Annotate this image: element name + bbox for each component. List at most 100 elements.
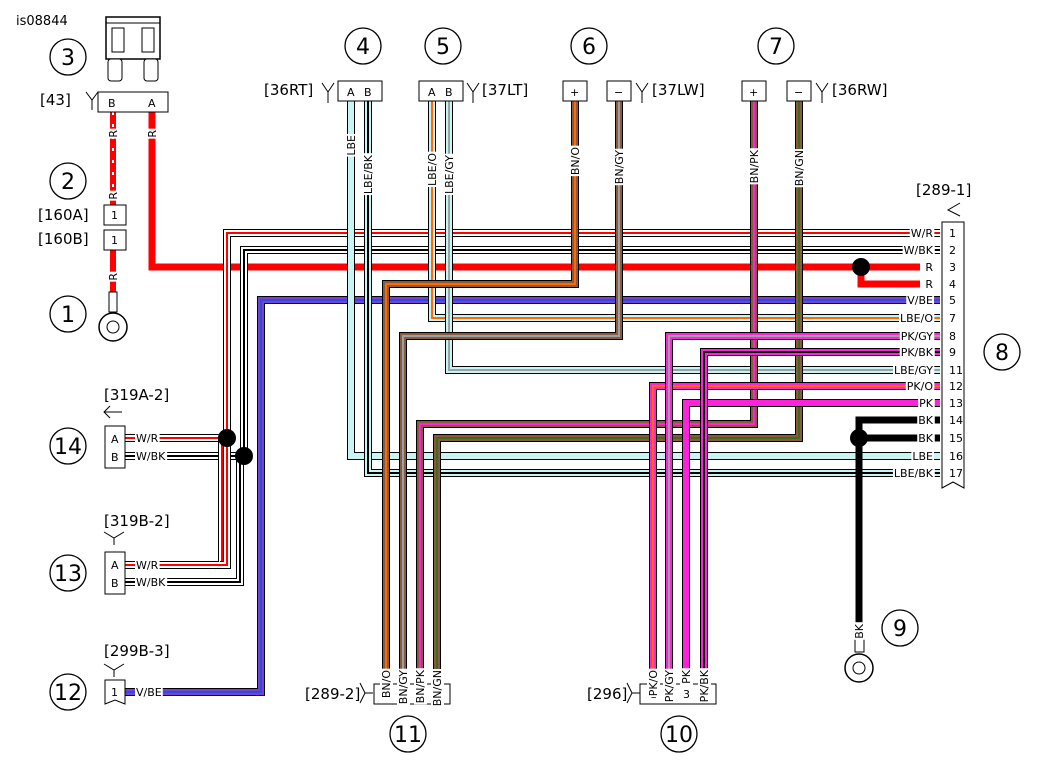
pin-36rt-b: B — [364, 86, 372, 99]
wire-pk-o — [649, 382, 940, 684]
pin-160a-1: 1 — [111, 209, 118, 222]
callout-number: 8 — [995, 341, 1009, 366]
connector-37lt — [418, 80, 464, 102]
pin-289-1-4: 5 — [949, 294, 956, 307]
connector-36rt — [337, 80, 383, 102]
wl-289-1-12: BK — [918, 432, 934, 445]
pin-319a-a: A — [111, 433, 119, 446]
connector-160a — [103, 204, 127, 226]
pin-289-1-7: 9 — [949, 346, 956, 359]
wl-289-2-0: BN/O — [380, 670, 393, 698]
wl-289-1-14: LBE/BK — [894, 467, 934, 480]
callout-number: 12 — [54, 681, 82, 706]
wl-36rt-lbe-bk: LBE/BK — [362, 154, 375, 194]
wl-36rw-bn-gn: BN/GN — [793, 150, 806, 186]
wl-296-0: PK/O — [647, 670, 660, 697]
wl-289-1-4: V/BE — [907, 294, 933, 307]
pin-289-1-6: 8 — [949, 330, 956, 343]
splice-dots — [218, 258, 870, 465]
pin-289-1-11: 14 — [949, 414, 963, 427]
ref-37lw: [37LW] — [652, 81, 705, 99]
callout-number: 14 — [54, 435, 82, 460]
wire-pk-gy — [665, 332, 940, 684]
callout-5: 5 — [424, 27, 462, 65]
wire-pk-bk — [700, 348, 940, 684]
wl-289-2-1: BN/GY — [397, 670, 410, 704]
callout-1: 1 — [49, 295, 87, 333]
wl-289-1-0: W/R — [911, 227, 934, 240]
wire-r-main — [148, 112, 920, 271]
ref-160b: [160B] — [38, 230, 89, 248]
callout-9: 9 — [881, 609, 919, 647]
image-code: is08844 — [16, 14, 68, 29]
wl-296-2: PK — [680, 669, 693, 684]
callout-number: 2 — [61, 170, 75, 195]
wl-299b-v-be: V/BE — [136, 686, 162, 699]
wl-289-1-6: PK/GY — [901, 330, 934, 343]
wl-289-1-2: R — [925, 261, 933, 274]
wire-w-r-b2 — [220, 438, 231, 569]
wl-37lw-bn-gy: BN/GY — [613, 150, 626, 184]
pin-289-1-9: 12 — [949, 380, 963, 393]
pin-43-b: B — [108, 97, 116, 110]
wl-319b-w-r: W/R — [136, 559, 159, 572]
wl-289-1-9: PK/O — [907, 380, 934, 393]
wl-43-a: R — [146, 130, 159, 138]
fuse-icon — [105, 16, 161, 82]
callout-number: 6 — [582, 35, 596, 60]
wire-bn-gy — [399, 101, 623, 684]
wl-fuse-r1: R — [107, 192, 120, 200]
wire-bn-gn — [433, 101, 803, 684]
callout-13: 13 — [49, 554, 87, 592]
wl-289-1-3: R — [925, 278, 933, 291]
ref-299b: [299B-3] — [104, 642, 170, 660]
wire-lbe — [347, 101, 940, 460]
callout-4: 4 — [344, 27, 382, 65]
wire-layer — [110, 101, 940, 696]
callout-number: 11 — [394, 723, 422, 748]
wire-w-bk-a — [125, 246, 940, 460]
callout-3: 3 — [49, 38, 87, 76]
callout-7: 7 — [757, 27, 795, 65]
wl-fuse-r2: R — [107, 273, 120, 281]
pin-43-a: A — [148, 97, 156, 110]
connector-36rw-plus — [741, 80, 767, 102]
callout-number: 7 — [769, 35, 783, 60]
callout-number: 3 — [61, 46, 75, 71]
pin-289-1-0: 1 — [949, 227, 956, 240]
wl-289-1-8: LBE/GY — [894, 364, 933, 377]
ref-296: [296] — [587, 685, 627, 703]
wl-296-3: PK/BK — [698, 669, 711, 702]
callout-number: 1 — [61, 303, 75, 328]
pin-36rw-minus: − — [794, 86, 803, 99]
connector-319a — [104, 425, 126, 469]
connector-319b — [104, 551, 126, 595]
connector-37lw-minus — [606, 80, 632, 102]
pin-36rw-plus: + — [749, 86, 758, 99]
ring-terminal-icon — [98, 291, 128, 342]
wl-36rw-bn-pk: BN/PK — [748, 149, 761, 183]
pin-37lt-b: B — [445, 86, 453, 99]
callout-12: 12 — [49, 673, 87, 711]
ref-319b: [319B-2] — [104, 512, 170, 530]
wire-w-r-a — [125, 229, 940, 442]
connector-289-1 — [941, 221, 965, 489]
ref-43: [43] — [40, 91, 71, 109]
callout-number: 4 — [356, 35, 370, 60]
connector-299b — [104, 679, 126, 705]
pin-289-1-1: 2 — [949, 244, 956, 257]
pin-37lw-plus: + — [570, 86, 579, 99]
callout-8: 8 — [983, 333, 1021, 371]
wl-289-1-13: LBE — [912, 450, 933, 463]
ref-37lt: [37LT] — [482, 81, 528, 99]
ground-ring-icon — [844, 631, 874, 683]
wl-319a-w-r: W/R — [136, 432, 159, 445]
wire-bn-pk — [416, 101, 758, 684]
wl-37lt-lbe-o: LBE/O — [426, 153, 439, 186]
ref-289-2: [289-2] — [305, 685, 360, 703]
wl-36rt-lbe: LBE — [345, 135, 358, 156]
wl-289-1-7: PK/BK — [901, 346, 934, 359]
pin-289-1-10: 13 — [949, 397, 963, 410]
wl-289-1-10: PK — [919, 397, 934, 410]
